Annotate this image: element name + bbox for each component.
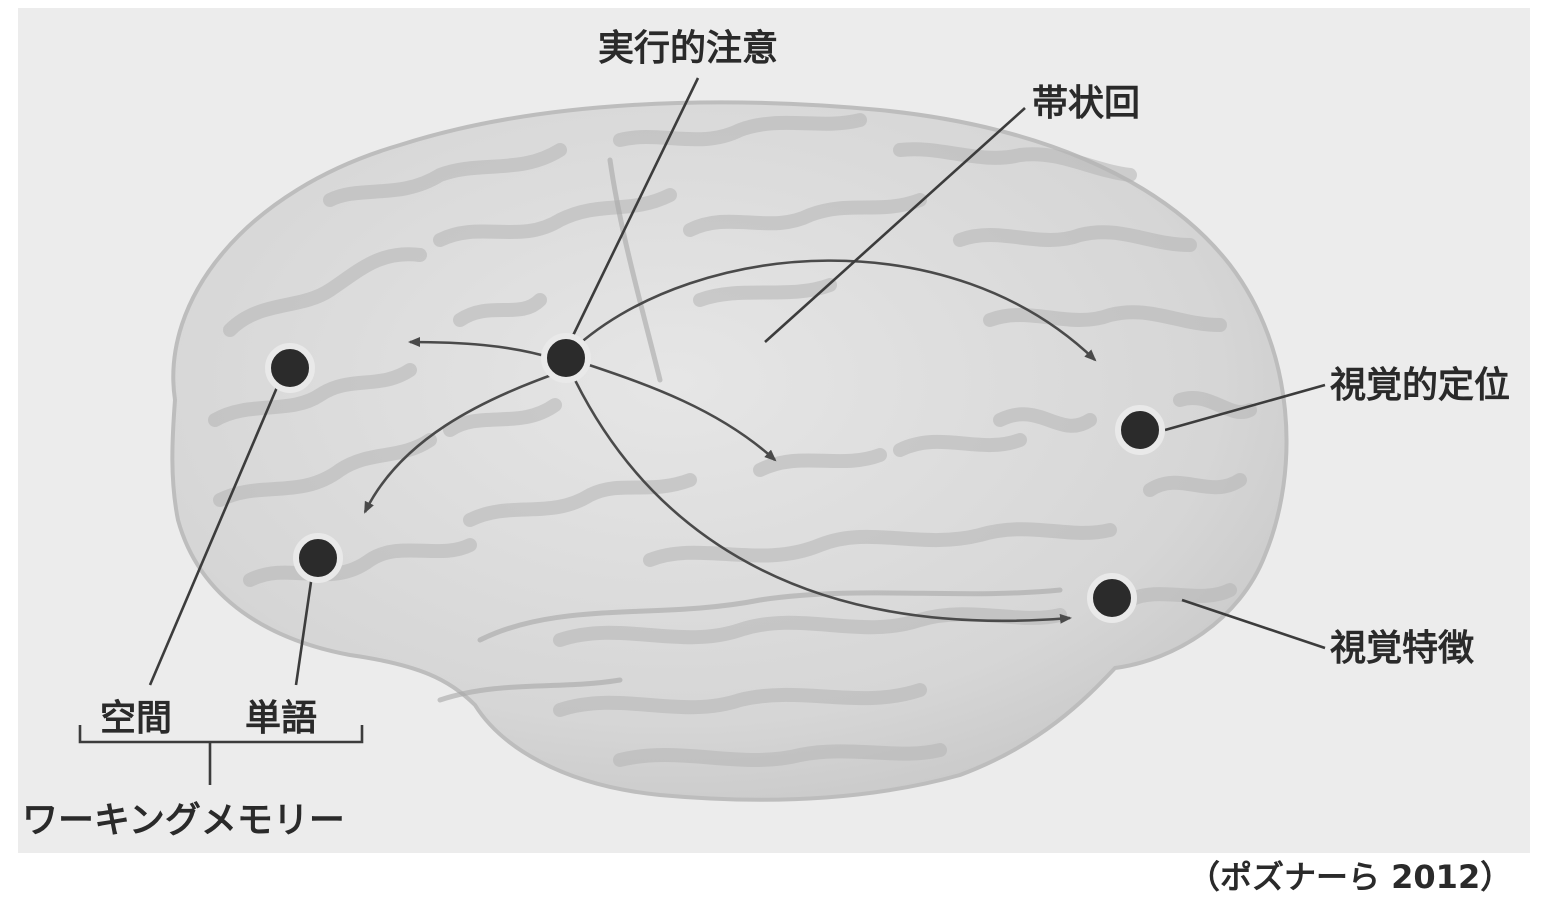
- label-working-memory: ワーキングメモリー: [22, 800, 345, 841]
- node-visual-feature: [1090, 576, 1134, 620]
- label-visual-orienting: 視覚的定位: [1330, 365, 1510, 406]
- node-visual-orienting: [1118, 408, 1162, 452]
- node-executive-attention: [544, 336, 588, 380]
- label-space: 空間: [100, 698, 172, 739]
- label-visual-feature: 視覚特徴: [1330, 628, 1475, 669]
- node-word: [296, 536, 340, 580]
- node-space: [268, 346, 312, 390]
- citation: （ポズナーら 2012）: [1188, 858, 1512, 896]
- label-word: 単語: [245, 698, 317, 739]
- label-cingulate: 帯状回: [1032, 83, 1140, 124]
- label-executive-attention: 実行的注意: [598, 28, 778, 69]
